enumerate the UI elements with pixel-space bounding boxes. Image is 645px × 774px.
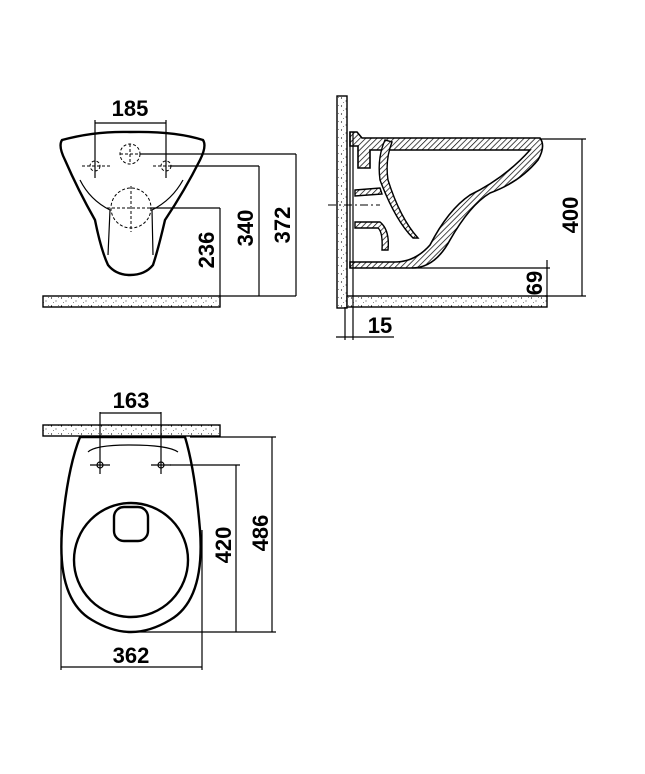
dim-236: 236 (194, 232, 219, 269)
bowl-opening (72, 501, 190, 619)
dim-486: 486 (248, 515, 273, 552)
bowl-front-outline (59, 130, 206, 277)
dim-400: 400 (558, 197, 583, 234)
bowl-section (349, 131, 544, 269)
dim-163: 163 (113, 388, 150, 413)
dim-185: 185 (112, 96, 149, 121)
front-view: 185 236 340 372 (42, 96, 297, 308)
wall-slab-top (42, 424, 221, 437)
flush-outlet (112, 505, 150, 543)
dim-372: 372 (270, 207, 295, 244)
side-view: 400 69 15 (328, 95, 586, 340)
wall-slab (336, 95, 348, 309)
dim-362: 362 (113, 643, 150, 668)
dim-15: 15 (368, 313, 392, 338)
dim-69: 69 (522, 271, 547, 295)
dim-340: 340 (233, 210, 258, 247)
bowl-top-outline (60, 435, 202, 634)
top-view: 163 420 486 362 (42, 388, 276, 670)
dim-420: 420 (211, 527, 236, 564)
floor-slab-side (346, 295, 548, 308)
floor-slab-front (42, 295, 221, 308)
